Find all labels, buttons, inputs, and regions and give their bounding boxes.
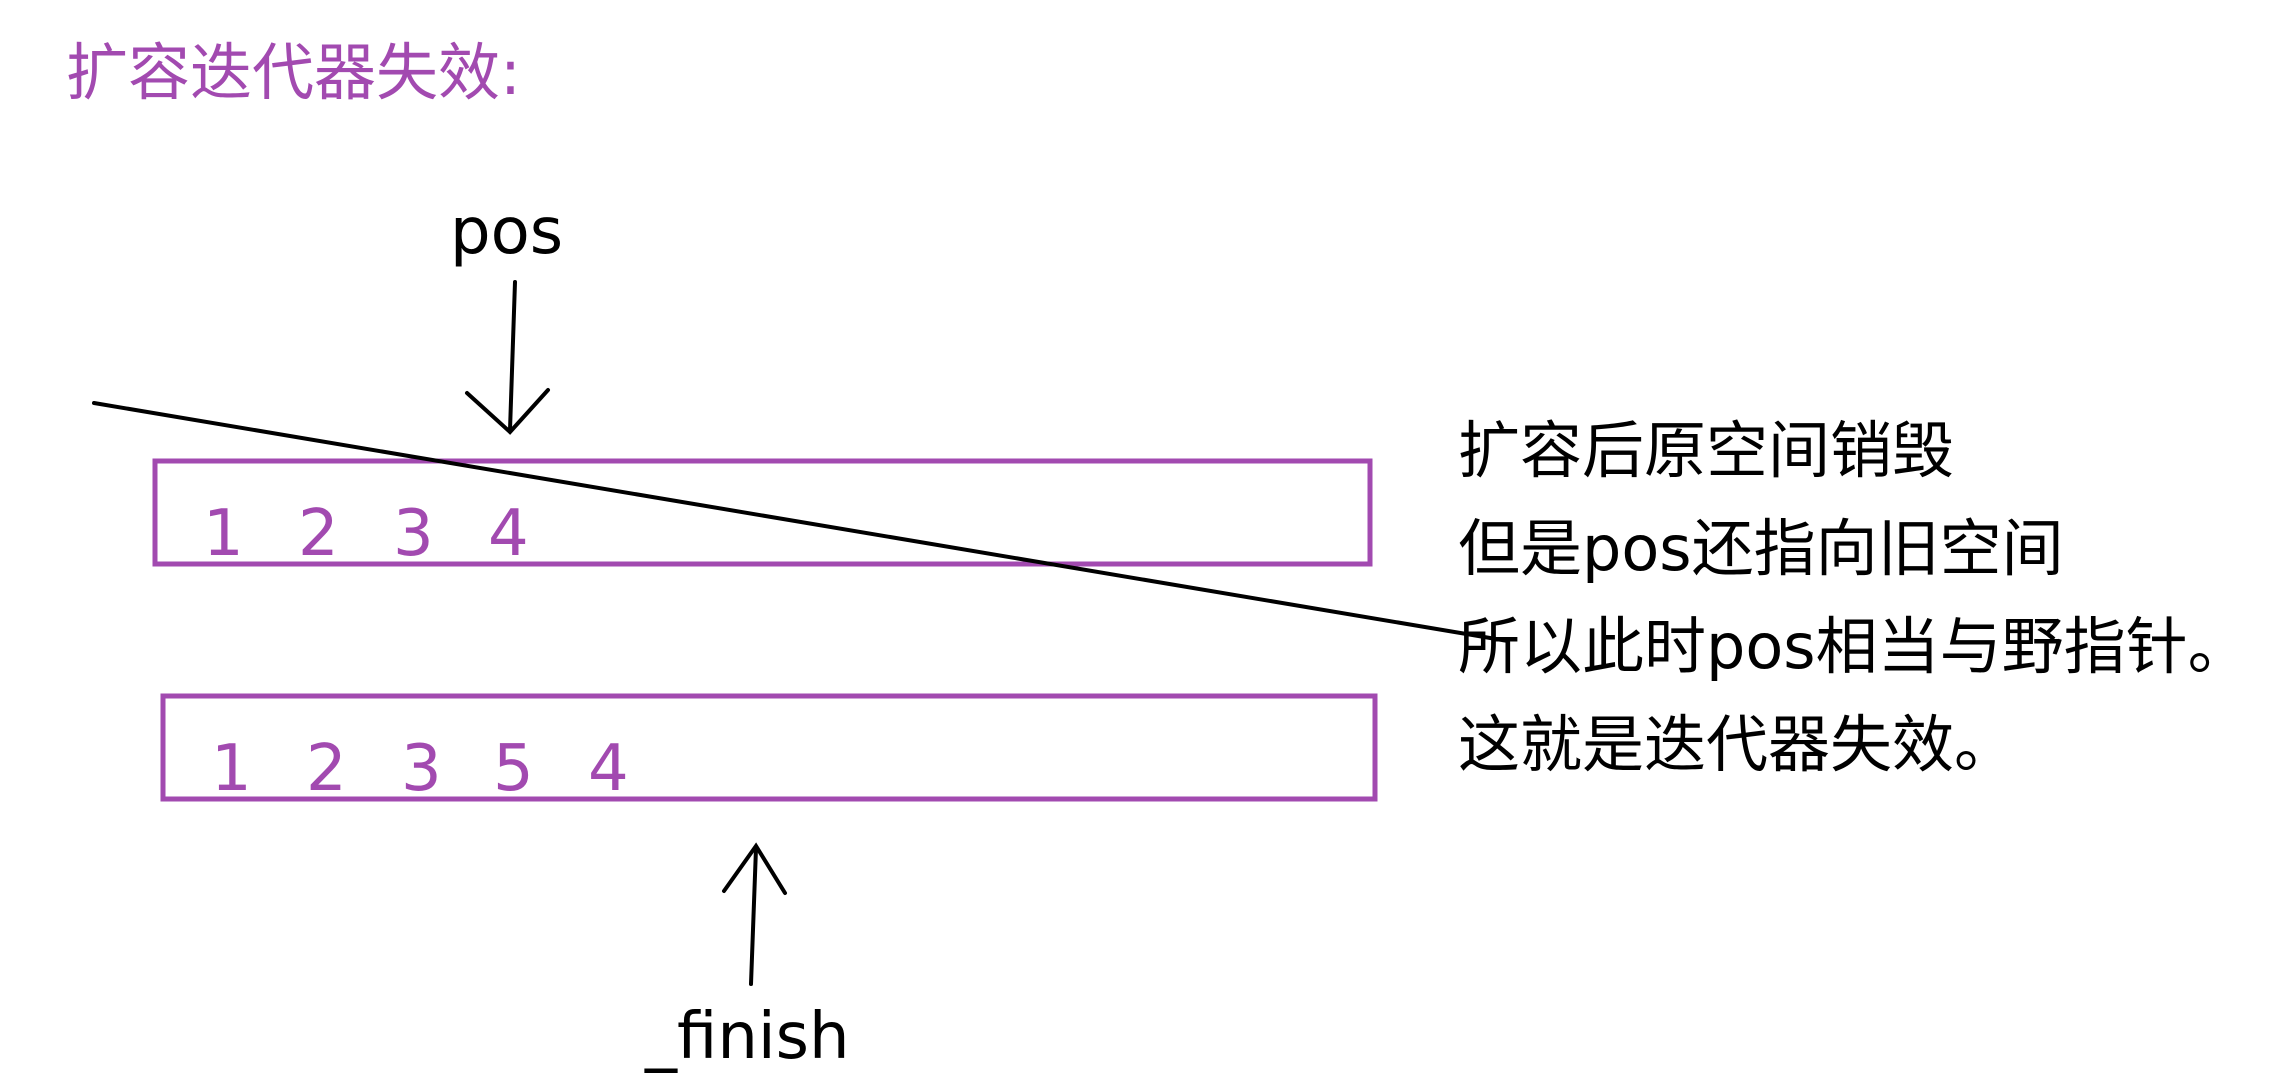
new-array-cell: 2 (306, 732, 347, 806)
old-array-box (152, 458, 1373, 567)
note-line: 但是pos还指向旧空间 (1458, 512, 2064, 585)
old-array-cell: 1 (203, 497, 244, 571)
pos-arrow (465, 280, 550, 435)
new-array-cell: 5 (493, 732, 534, 806)
note-line: 扩容后原空间销毁 (1458, 414, 1955, 487)
note-line: 这就是迭代器失效。 (1458, 708, 2017, 781)
note-line: 所以此时pos相当与野指针。 (1458, 610, 2250, 683)
new-array-box (160, 693, 1378, 802)
old-array-cell: 3 (393, 497, 434, 571)
strike-through-line (92, 401, 1510, 643)
new-array-cell: 4 (588, 732, 629, 806)
pos-label: pos (450, 195, 563, 269)
new-array-values: 1 2 3 5 4 (211, 732, 629, 806)
new-array-cell: 3 (401, 732, 442, 806)
old-array-values: 1 2 3 4 (203, 497, 529, 571)
new-array-cell: 1 (211, 732, 252, 806)
old-array-cell: 4 (488, 497, 529, 571)
old-array-cell: 2 (298, 497, 339, 571)
finish-arrow (722, 842, 787, 986)
diagram-title: 扩容迭代器失效: (66, 36, 521, 109)
finish-label: _finish (644, 1000, 850, 1074)
explanation-notes: 扩容后原空间销毁 但是pos还指向旧空间 所以此时pos相当与野指针。 这就是迭… (1458, 402, 2250, 794)
